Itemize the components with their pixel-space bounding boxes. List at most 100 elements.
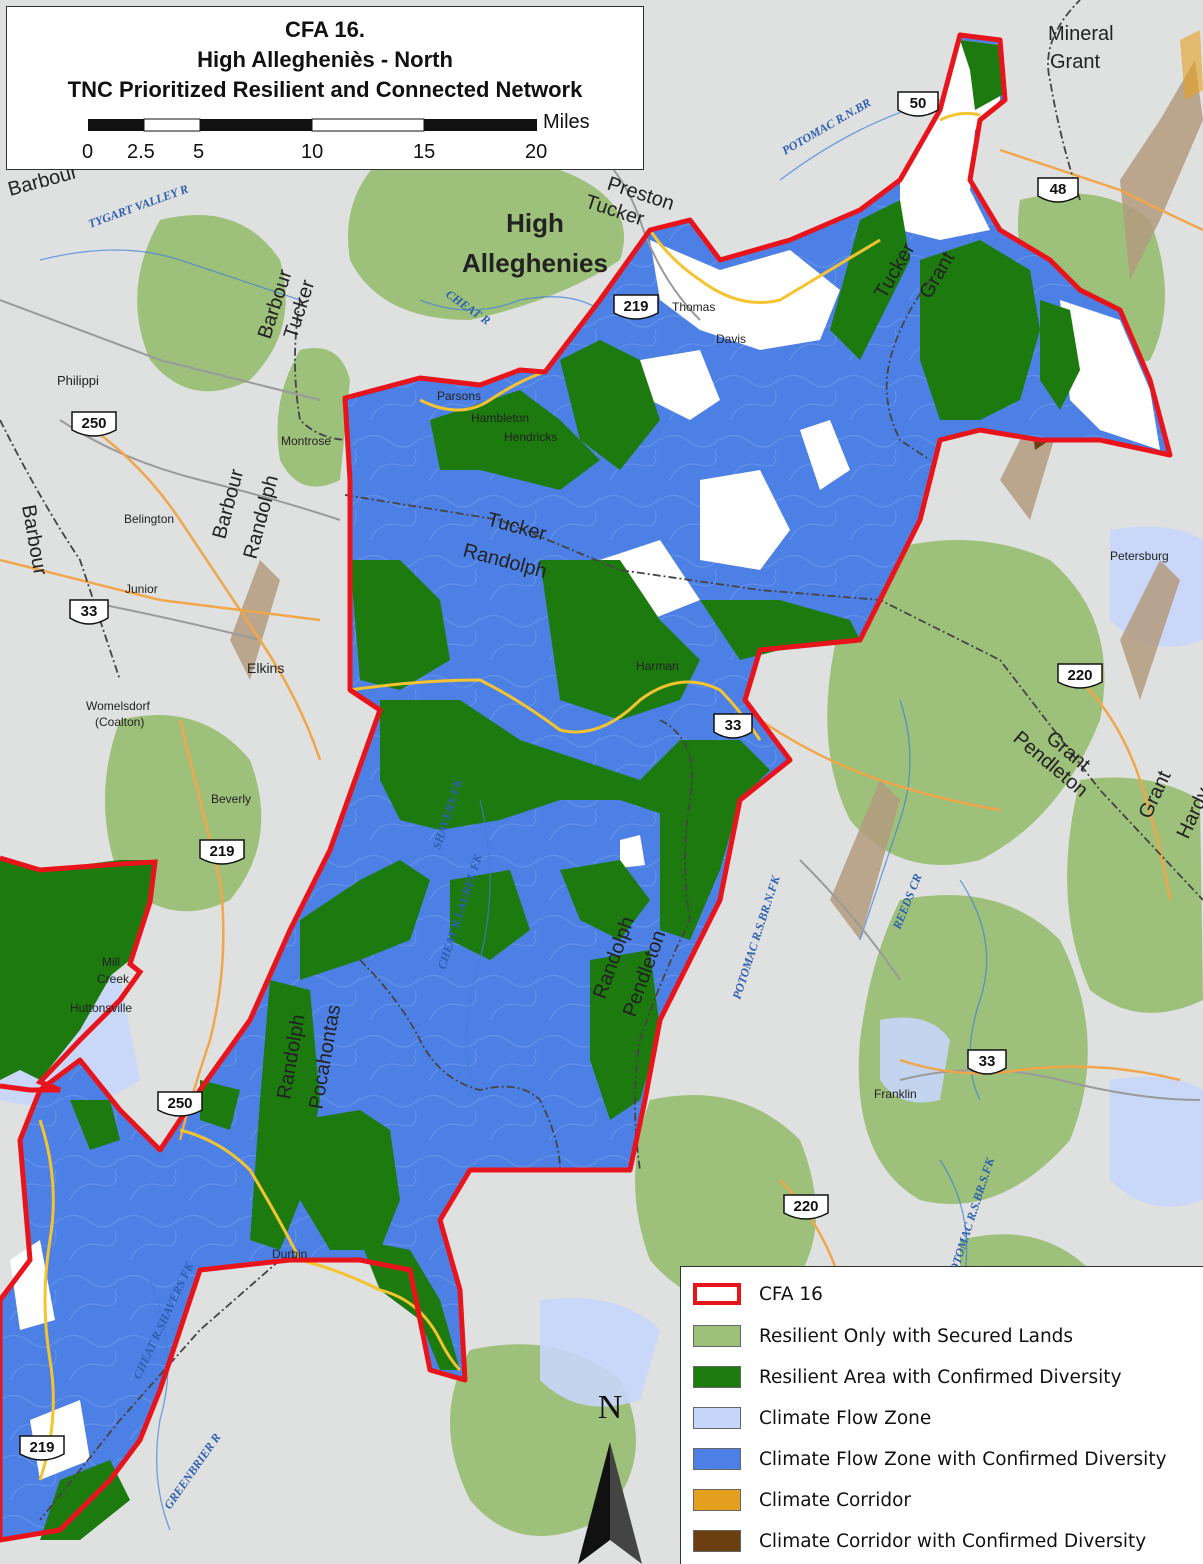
place-harman: Harman bbox=[636, 659, 679, 673]
title-line-1: CFA 16. bbox=[285, 17, 365, 42]
place-huttonsville: Huttonsville bbox=[70, 1001, 132, 1015]
legend-label: Climate Flow Zone with Confirmed Diversi… bbox=[759, 1448, 1167, 1470]
svg-text:219: 219 bbox=[623, 298, 648, 315]
svg-text:250: 250 bbox=[167, 1095, 192, 1112]
cfa16-west-boundary bbox=[0, 855, 158, 1093]
place-franklin: Franklin bbox=[874, 1087, 917, 1101]
place-junior: Junior bbox=[125, 582, 158, 596]
scale-tick-15: 15 bbox=[413, 141, 436, 163]
legend-label: Resilient Only with Secured Lands bbox=[759, 1325, 1074, 1347]
place-philippi: Philippi bbox=[57, 373, 99, 388]
scale-tick-20: 20 bbox=[525, 141, 548, 163]
place-labels: Thomas Davis Parsons Hambleton Hendricks… bbox=[57, 300, 1169, 1261]
place-beverly: Beverly bbox=[211, 792, 251, 806]
place-hambleton: Hambleton bbox=[471, 411, 529, 425]
route-us250-s: 250 bbox=[157, 1091, 203, 1117]
scale-tick-5: 5 bbox=[193, 141, 205, 163]
svg-text:48: 48 bbox=[1050, 181, 1067, 198]
legend-swatch-climate-flow-diversity bbox=[693, 1448, 741, 1470]
svg-text:219: 219 bbox=[209, 843, 234, 860]
scale-unit: Miles bbox=[543, 111, 590, 133]
route-shields: 50 48 219 250 33 33 220 219 33 250 220 2… bbox=[19, 91, 1103, 1461]
region-label-line1: High bbox=[506, 208, 564, 238]
resilient-diversity-areas bbox=[0, 40, 1080, 1540]
legend-item-cfa16: CFA 16 bbox=[693, 1281, 823, 1307]
region-label-line2: Alleghenies bbox=[462, 248, 608, 278]
route-us219-n: 219 bbox=[613, 294, 659, 320]
legend-item-climate-flow-diversity: Climate Flow Zone with Confirmed Diversi… bbox=[693, 1446, 1167, 1472]
place-hendricks: Hendricks bbox=[504, 430, 557, 444]
legend-item-climate-corridor-diversity: Climate Corridor with Confirmed Diversit… bbox=[693, 1528, 1146, 1554]
svg-text:220: 220 bbox=[793, 1198, 818, 1215]
legend-label: CFA 16 bbox=[759, 1283, 823, 1305]
legend: CFA 16 Resilient Only with Secured Lands… bbox=[680, 1266, 1203, 1564]
place-elkins: Elkins bbox=[247, 660, 284, 676]
cfa-highways bbox=[38, 111, 981, 1481]
route-us50: 50 bbox=[897, 91, 939, 117]
legend-item-resilient-secured: Resilient Only with Secured Lands bbox=[693, 1323, 1073, 1349]
county-mineral: Mineral bbox=[1048, 23, 1114, 45]
place-thomas: Thomas bbox=[672, 300, 715, 314]
place-petersburg: Petersburg bbox=[1110, 549, 1169, 563]
scale-seg-1 bbox=[88, 119, 144, 131]
place-creek: Creek bbox=[97, 972, 130, 986]
north-arrow-label: N bbox=[598, 1389, 623, 1426]
north-arrow: N bbox=[578, 1389, 642, 1564]
route-us219-s: 219 bbox=[19, 1435, 65, 1461]
place-coalton: (Coalton) bbox=[95, 715, 144, 729]
west-diversity-areas bbox=[0, 860, 155, 1080]
route-us219-m: 219 bbox=[199, 839, 245, 865]
county-boundaries bbox=[0, 0, 1203, 1521]
place-durbin: Durbin bbox=[272, 1247, 307, 1261]
route-us33-w: 33 bbox=[69, 599, 109, 625]
route-us250-n: 250 bbox=[71, 411, 117, 437]
svg-text:250: 250 bbox=[81, 415, 106, 432]
place-mill: Mill bbox=[102, 955, 120, 969]
place-davis: Davis bbox=[716, 332, 746, 346]
scale-tick-10: 10 bbox=[301, 141, 324, 163]
north-arrow-right bbox=[610, 1442, 642, 1564]
legend-item-climate-corridor: Climate Corridor bbox=[693, 1487, 911, 1513]
route-us220-s: 220 bbox=[783, 1194, 829, 1220]
legend-swatch-cfa16 bbox=[693, 1283, 741, 1305]
scale-seg-3 bbox=[200, 119, 312, 131]
svg-text:33: 33 bbox=[81, 603, 98, 620]
legend-swatch-climate-corridor bbox=[693, 1489, 741, 1511]
route-us33-c: 33 bbox=[713, 713, 753, 739]
svg-text:33: 33 bbox=[979, 1053, 996, 1070]
title-line-2: High Allegheniès - North bbox=[197, 47, 453, 72]
scale-tick-2-5: 2.5 bbox=[127, 141, 155, 163]
legend-swatch-resilient-secured bbox=[693, 1325, 741, 1347]
scale-tick-0: 0 bbox=[82, 141, 94, 163]
route-us33-s: 33 bbox=[967, 1049, 1007, 1075]
cfa16-boundary bbox=[0, 32, 1173, 1543]
route-us220-n: 220 bbox=[1057, 663, 1103, 689]
route-us48: 48 bbox=[1037, 177, 1079, 203]
title-line-3: TNC Prioritized Resilient and Connected … bbox=[67, 77, 583, 102]
scale-bar bbox=[88, 118, 537, 132]
legend-label: Climate Corridor with Confirmed Diversit… bbox=[759, 1530, 1147, 1552]
svg-text:220: 220 bbox=[1067, 667, 1092, 684]
place-parsons: Parsons bbox=[437, 389, 481, 403]
highways bbox=[0, 148, 1203, 1281]
stream-network bbox=[39, 99, 988, 1531]
svg-text:219: 219 bbox=[29, 1439, 54, 1456]
scale-seg-2 bbox=[143, 118, 201, 132]
legend-swatch-climate-corridor-diversity bbox=[693, 1530, 741, 1552]
svg-text:50: 50 bbox=[910, 95, 927, 112]
legend-swatch-resilient-diversity bbox=[693, 1366, 741, 1388]
scale-seg-4 bbox=[311, 118, 425, 132]
legend-label: Climate Corridor bbox=[759, 1489, 912, 1511]
legend-swatch-climate-flow bbox=[693, 1407, 741, 1429]
title-box: CFA 16. High Allegheniès - North TNC Pri… bbox=[6, 6, 644, 170]
scale-seg-5 bbox=[424, 119, 537, 131]
svg-text:33: 33 bbox=[725, 717, 742, 734]
county-grant-ne: Grant bbox=[1050, 51, 1100, 73]
place-womelsdorf: Womelsdorf bbox=[86, 699, 150, 713]
legend-item-climate-flow: Climate Flow Zone bbox=[693, 1405, 931, 1431]
place-belington: Belington bbox=[124, 512, 174, 526]
place-montrose: Montrose bbox=[281, 434, 331, 448]
legend-item-resilient-diversity: Resilient Area with Confirmed Diversity bbox=[693, 1364, 1122, 1390]
north-arrow-left bbox=[578, 1442, 610, 1564]
